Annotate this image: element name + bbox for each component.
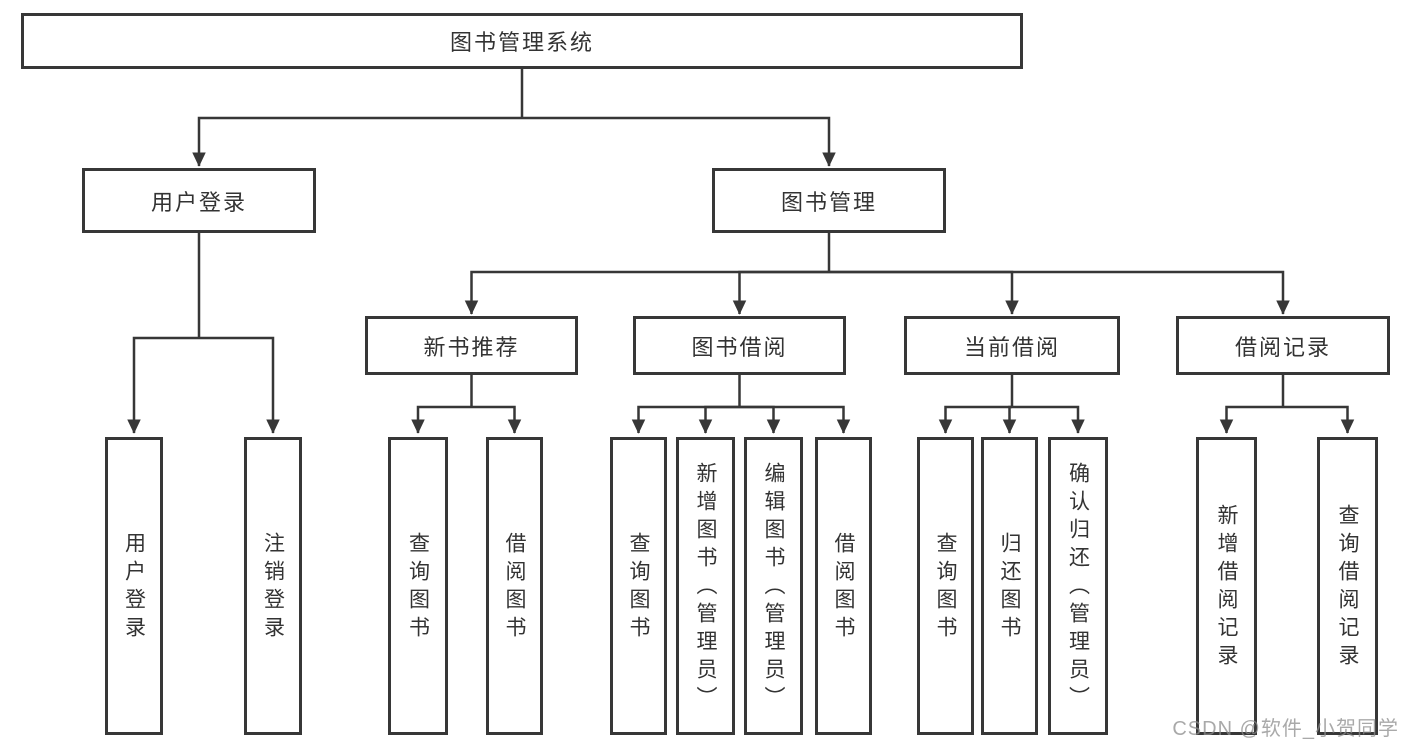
leaf-borrow-add-book-admin: 新增图书（管理员） xyxy=(676,437,735,735)
leaf-records-add-borrow-record: 新增借阅记录 xyxy=(1196,437,1257,735)
node-borrow-records: 借阅记录 xyxy=(1176,316,1390,375)
leaf-current-return-book: 归还图书 xyxy=(981,437,1038,735)
leaf-logout: 注销登录 xyxy=(244,437,302,735)
node-new-book-recommend: 新书推荐 xyxy=(365,316,578,375)
leaf-user-login: 用户登录 xyxy=(105,437,163,735)
leaf-recommend-query-book: 查询图书 xyxy=(388,437,448,735)
leaf-borrow-edit-book-admin: 编辑图书（管理员） xyxy=(744,437,803,735)
node-user-login: 用户登录 xyxy=(82,168,316,233)
node-book-borrow: 图书借阅 xyxy=(633,316,846,375)
leaf-borrow-borrow-book: 借阅图书 xyxy=(815,437,872,735)
leaf-borrow-query-book: 查询图书 xyxy=(610,437,667,735)
node-current-borrow: 当前借阅 xyxy=(904,316,1120,375)
csdn-watermark: CSDN @软件_小贺同学 xyxy=(1172,718,1399,740)
node-root-system: 图书管理系统 xyxy=(21,13,1023,69)
node-book-management: 图书管理 xyxy=(712,168,946,233)
leaf-current-confirm-return-admin: 确认归还（管理员） xyxy=(1048,437,1108,735)
leaf-current-query-book: 查询图书 xyxy=(917,437,974,735)
leaf-records-query-borrow-record: 查询借阅记录 xyxy=(1317,437,1378,735)
leaf-recommend-borrow-book: 借阅图书 xyxy=(486,437,543,735)
